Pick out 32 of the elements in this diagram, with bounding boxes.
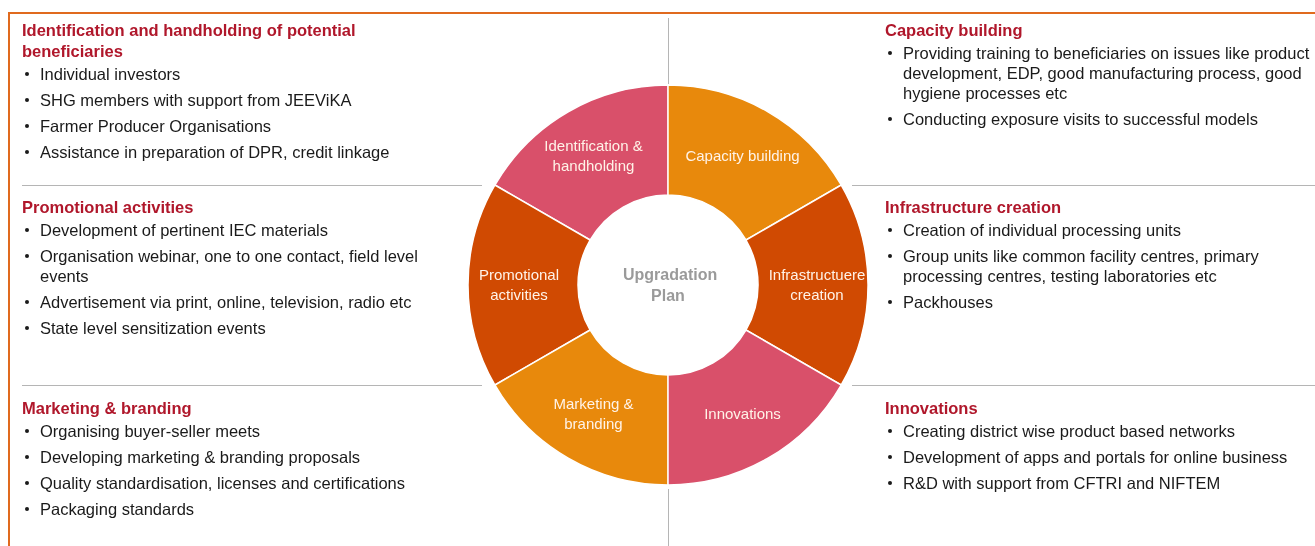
segment-label: Marketing & branding [552, 394, 635, 435]
bullet-item: Organisation webinar, one to one contact, field level events [40, 246, 419, 286]
bullet-item: Development of pertinent IEC materials [40, 220, 329, 240]
segment-label: Promotional activities [477, 265, 560, 305]
bullet-item: Individual investors [40, 64, 182, 84]
bullet-item: Creating district wise product based networks [903, 421, 1236, 441]
bullet-item: Creation of individual processing units [903, 220, 1182, 240]
bullet-item: Quality standardisation, licenses and certifications [40, 473, 407, 493]
bullet-item: Organising buyer-seller meets [40, 421, 262, 441]
panel-heading: Infrastructure creation [885, 197, 1063, 218]
segment-label: Innovations [703, 404, 782, 425]
segment-label: Capacity building [684, 145, 801, 166]
bullet-item: State level sensitization events [40, 318, 267, 338]
bullet-item: Advertisement via print, online, television, radio etc [40, 292, 413, 312]
bullet-item: Providing training to beneficiaries on issues like product development, EDP, good manufacturing process, good hygiene processes etc [903, 43, 1310, 103]
bullet-item: R&D with support from CFTRI and NIFTEM [903, 473, 1222, 493]
segment-label: Identification & handholding [543, 135, 644, 176]
bullet-item: Developing marketing & branding proposals [40, 447, 362, 467]
panel-heading: Marketing & branding [22, 398, 193, 419]
bullet-item: Packhouses [903, 292, 994, 312]
panel-heading: Innovations [885, 398, 979, 419]
panel-heading: Identification and handholding of potential beneficiaries [22, 20, 357, 62]
panel-heading: Capacity building [885, 20, 1024, 41]
segment-label: Infrastructuere creation [767, 265, 867, 305]
bullet-item: Packaging standards [40, 499, 196, 519]
bullet-item: Development of apps and portals for online business [903, 447, 1289, 467]
panel-heading: Promotional activities [22, 197, 195, 218]
bullet-item: Assistance in preparation of DPR, credit linkage [40, 142, 391, 162]
bullet-item: Farmer Producer Organisations [40, 116, 273, 136]
bullet-item: Conducting exposure visits to successful models [903, 109, 1259, 129]
bullet-item: Group units like common facility centres, primary processing centres, testing laboratories etc [903, 246, 1260, 286]
bullet-item: SHG members with support from JEEViKA [40, 90, 353, 110]
